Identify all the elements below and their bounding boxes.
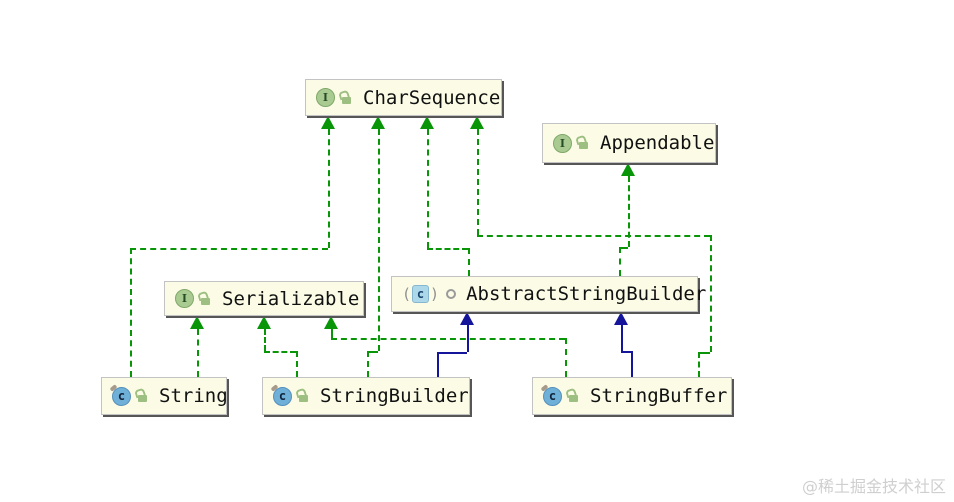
edge-segment — [468, 248, 470, 276]
edge-segment — [427, 129, 429, 248]
edge-segment — [628, 176, 630, 247]
node-label: StringBuffer — [590, 385, 728, 407]
final-pin-icon — [109, 383, 118, 392]
edge-segment — [698, 352, 700, 377]
class-icon: c — [109, 383, 131, 406]
edge-segment — [477, 235, 710, 237]
node-label: String — [159, 385, 228, 407]
node-abstractstringbuilder[interactable]: (c) AbstractStringBuilder — [391, 276, 706, 312]
edge-segment — [565, 338, 567, 377]
watermark: @稀土掘金技术社区 — [801, 477, 946, 496]
class-icon: c — [540, 383, 562, 406]
edge-segment — [710, 235, 712, 352]
node-label: AbstractStringBuilder — [466, 283, 707, 305]
final-pin-icon — [540, 383, 549, 392]
edge-segment — [328, 129, 330, 248]
final-pin-icon — [270, 383, 279, 392]
public-lock-icon — [341, 91, 353, 105]
edge-segment — [197, 329, 199, 377]
edge-segment — [619, 247, 628, 249]
implements-arrowhead-icon — [190, 316, 204, 329]
edge-segment — [130, 248, 328, 250]
public-lock-icon — [298, 389, 310, 403]
edge-segment — [437, 352, 467, 354]
node-label: CharSequence — [363, 86, 501, 109]
implements-arrowhead-icon — [257, 316, 271, 329]
public-lock-icon — [568, 389, 580, 403]
node-serializable[interactable]: I Serializable — [164, 281, 364, 316]
edge-segment — [331, 338, 565, 340]
implements-arrowhead-icon — [324, 316, 338, 329]
edge-segment — [130, 248, 132, 377]
edge-segment — [621, 351, 631, 353]
edge-segment — [631, 351, 633, 377]
abstract-class-icon: (c) — [402, 285, 440, 303]
node-string[interactable]: c String — [101, 377, 228, 415]
edge-segment — [264, 351, 296, 353]
package-private-icon — [446, 289, 457, 299]
node-appendable[interactable]: I Appendable — [542, 123, 716, 163]
edge-segment — [698, 352, 710, 354]
edge-segment — [621, 325, 623, 351]
implements-arrowhead-icon — [371, 116, 385, 129]
public-lock-icon — [137, 389, 149, 403]
edge-segment — [477, 129, 479, 235]
node-charsequence[interactable]: I CharSequence — [305, 79, 502, 116]
node-label: Serializable — [222, 287, 360, 310]
implements-arrowhead-icon — [621, 163, 635, 176]
edge-segment — [264, 329, 266, 351]
implements-arrowhead-icon — [321, 116, 335, 129]
edge-segment — [296, 351, 298, 377]
extends-arrowhead-icon — [460, 312, 474, 325]
public-lock-icon — [200, 292, 212, 306]
class-icon: c — [270, 383, 292, 406]
extends-arrowhead-icon — [614, 312, 628, 325]
edge-segment — [619, 247, 621, 276]
edge-segment — [331, 329, 333, 338]
interface-icon: I — [316, 88, 335, 107]
node-label: Appendable — [600, 132, 715, 154]
node-stringbuilder[interactable]: c StringBuilder — [262, 377, 470, 415]
edge-segment — [378, 129, 380, 351]
edge-segment — [367, 351, 369, 377]
implements-arrowhead-icon — [420, 116, 434, 129]
node-stringbuffer[interactable]: c StringBuffer — [532, 377, 732, 415]
edge-segment — [437, 352, 439, 377]
node-label: StringBuilder — [320, 385, 469, 407]
edge-segment — [367, 351, 378, 353]
interface-icon: I — [175, 289, 194, 308]
interface-icon: I — [553, 133, 572, 153]
implements-arrowhead-icon — [470, 116, 484, 129]
public-lock-icon — [578, 136, 590, 150]
edge-segment — [427, 248, 468, 250]
